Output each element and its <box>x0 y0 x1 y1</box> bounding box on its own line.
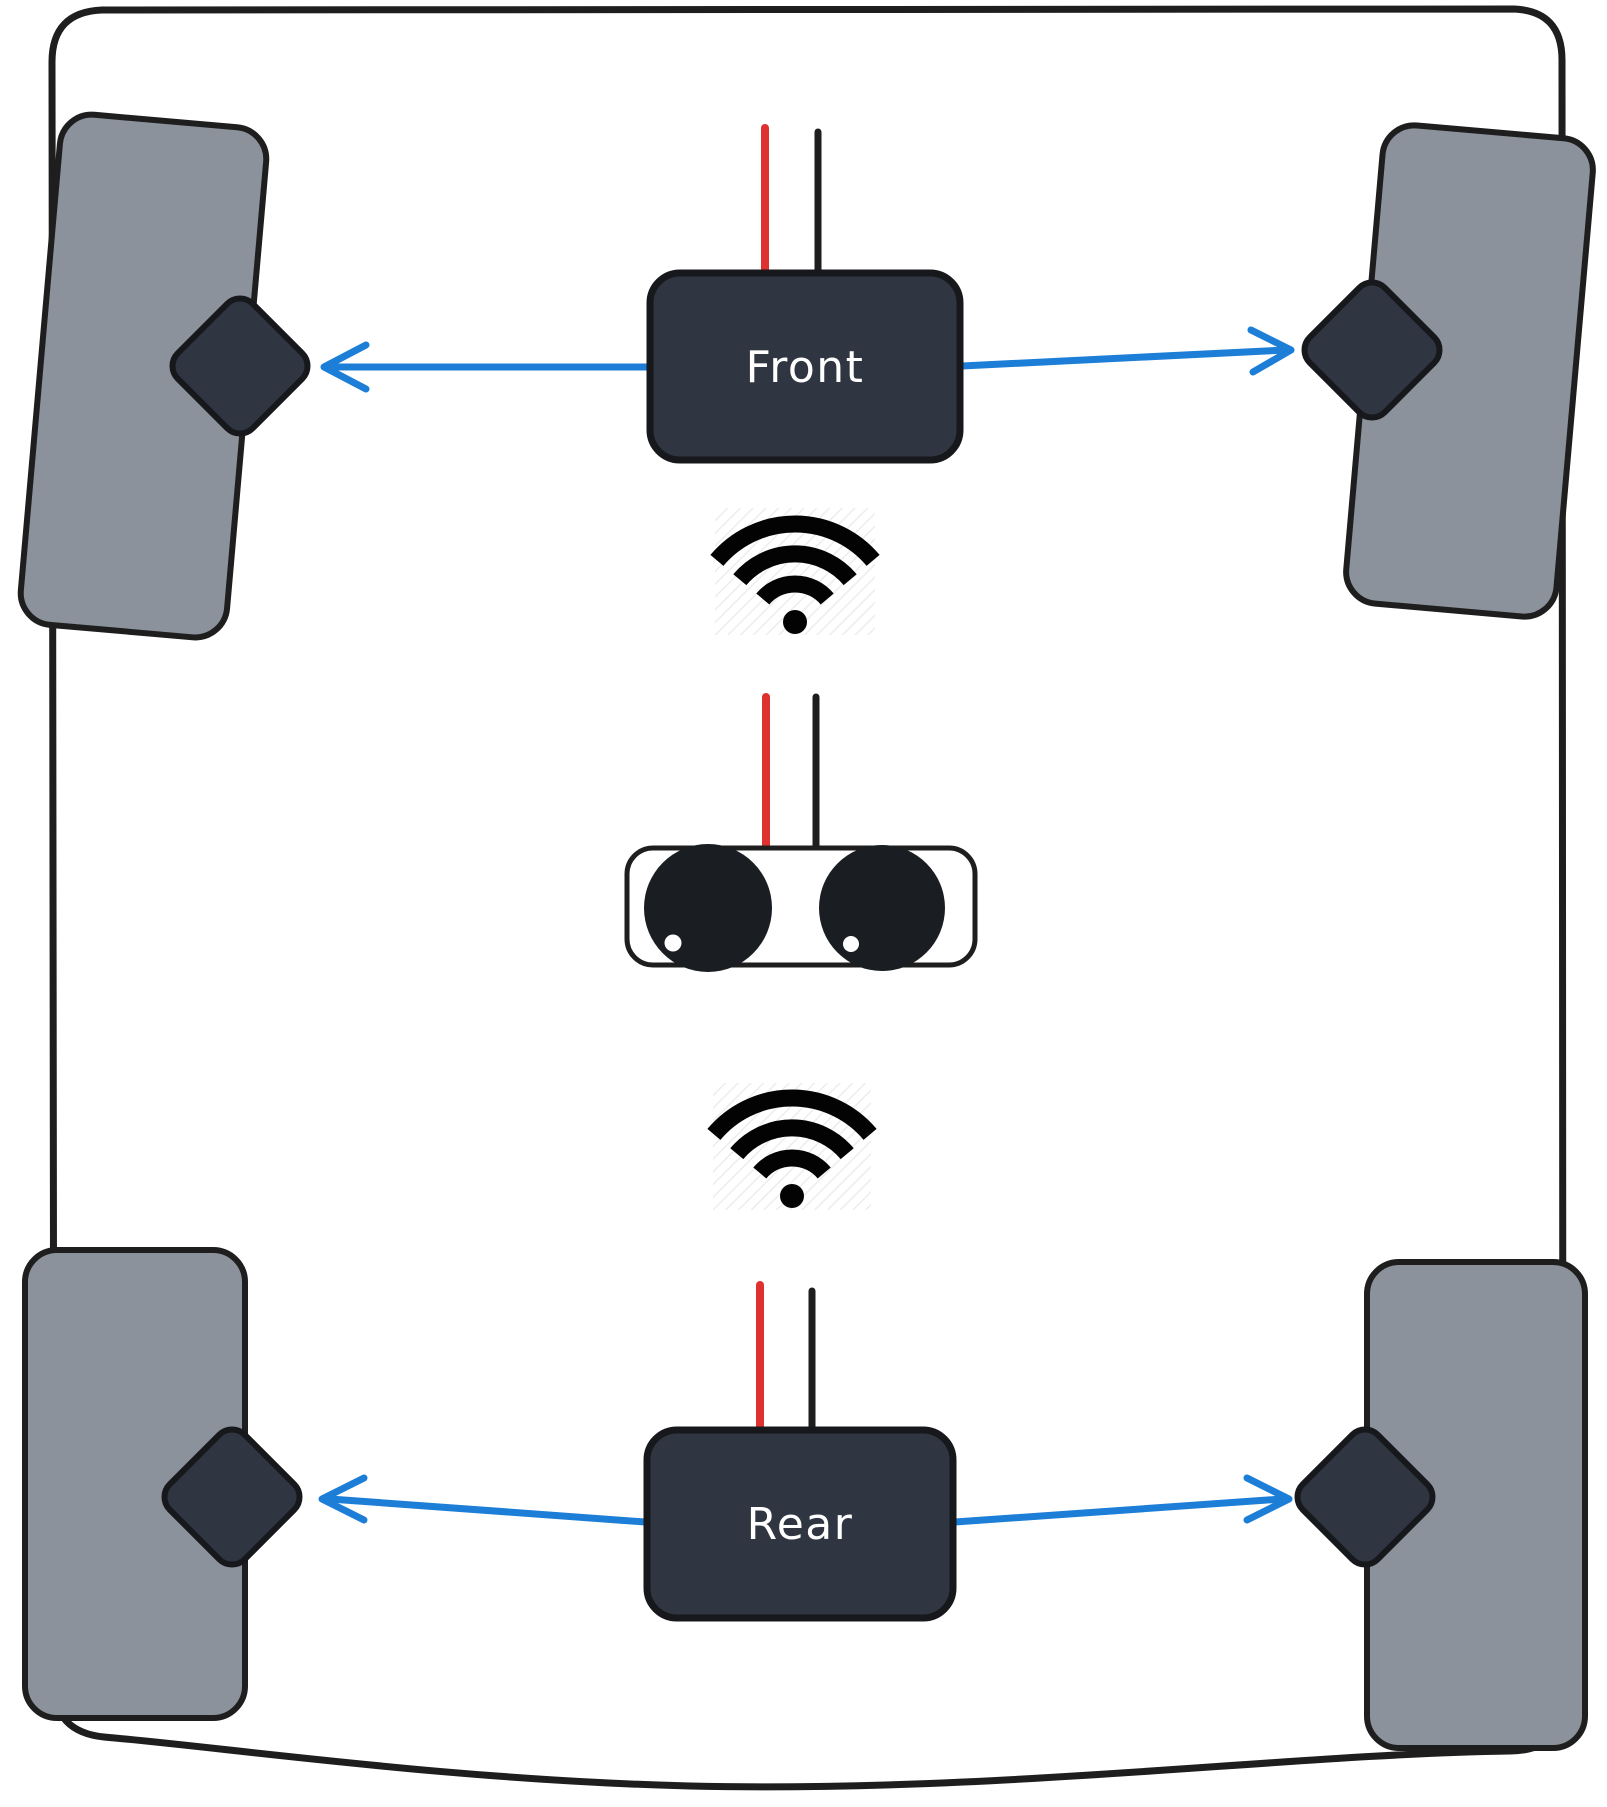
wifi-icon-front <box>710 508 880 635</box>
front-module-label: Front <box>746 342 865 393</box>
wifi-arc-outer <box>707 1089 877 1140</box>
front-module-box <box>646 269 964 464</box>
arrow-line <box>951 1495 1286 1526</box>
front-module: Front <box>646 269 964 464</box>
wifi-arc-middle <box>730 1119 854 1160</box>
arrowhead-icon <box>1243 1474 1293 1524</box>
arrowhead-icon <box>320 341 370 393</box>
signal-arrow-rear-right <box>951 1474 1293 1526</box>
sensor-front-right <box>1301 279 1443 421</box>
rear-module-box <box>643 1426 957 1622</box>
rear-module: Rear <box>643 1426 957 1622</box>
wifi-arc-middle <box>733 545 857 586</box>
wifi-arc-inner <box>756 575 834 605</box>
display-gauge-right-dot <box>843 936 859 952</box>
arrow-line <box>958 346 1290 370</box>
sensor-front-left <box>169 295 311 437</box>
wifi-dot <box>783 610 807 634</box>
rear-module-label: Rear <box>747 1499 854 1550</box>
signal-arrow-front-right <box>958 326 1295 376</box>
wifi-arc-inner <box>753 1149 831 1179</box>
arrowhead-icon <box>318 1474 368 1524</box>
display-gauge-left-dot <box>664 934 682 952</box>
arrow-line <box>326 1495 649 1526</box>
dual-gauge-display <box>624 844 978 972</box>
sensor-rear-right <box>1294 1426 1436 1568</box>
display-gauge-left <box>644 844 772 972</box>
signal-arrow-rear-left <box>318 1474 649 1526</box>
wifi-dot <box>780 1184 804 1208</box>
wifi-icon-rear <box>707 1083 877 1210</box>
display-gauge-right <box>819 845 945 971</box>
wifi-arc-outer <box>710 515 880 566</box>
sensor-rear-left <box>161 1426 303 1568</box>
arrowhead-icon <box>1247 326 1295 376</box>
signal-arrow-front-left <box>320 341 652 393</box>
